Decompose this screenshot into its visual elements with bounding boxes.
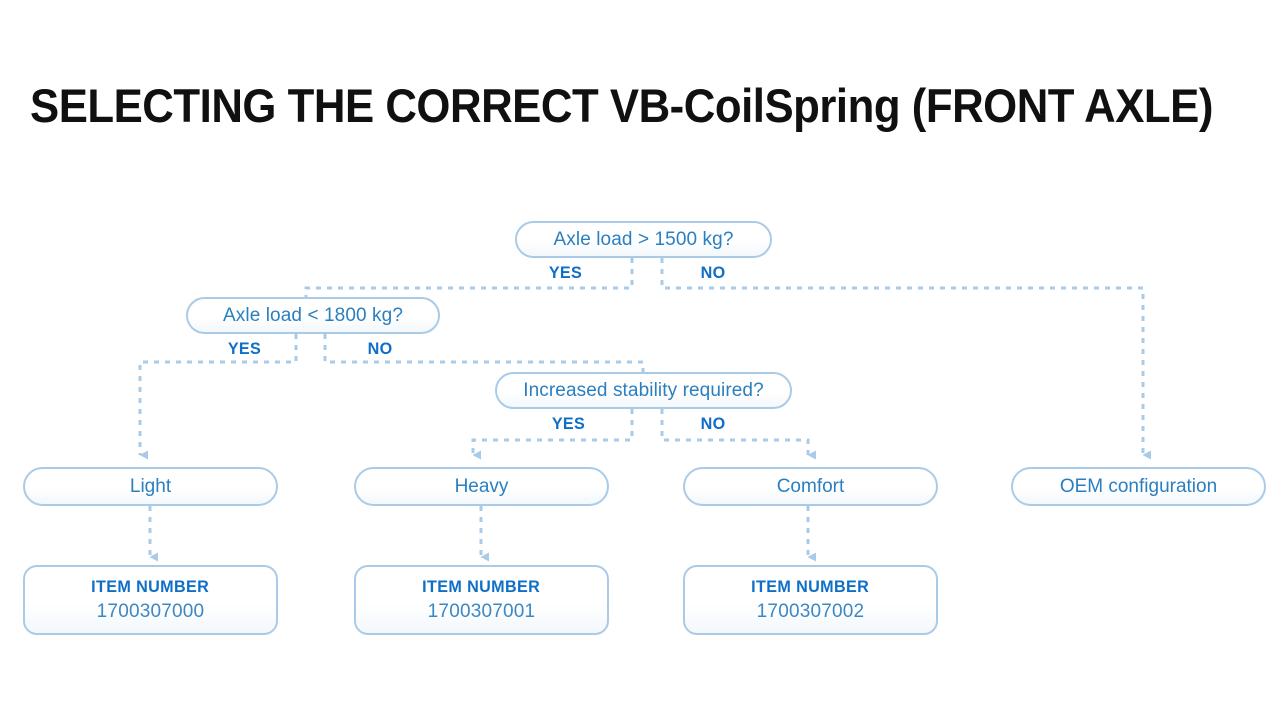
result-node-label: OEM configuration [1059, 475, 1218, 497]
item-number-value: 1700307000 [96, 601, 205, 622]
item-number-label: ITEM NUMBER [422, 577, 541, 596]
result-node-light[interactable]: Light [23, 467, 278, 506]
decision-node-increased-stability[interactable]: Increased stability required? [495, 372, 792, 409]
edge-d1-no-to-oem [660, 258, 1151, 460]
branch-label-d3-yes: YES [551, 414, 586, 433]
branch-label-d1-no: NO [700, 263, 726, 282]
edge-d3-no-to-comfort [660, 409, 816, 460]
item-number-box-heavy[interactable]: ITEM NUMBER 1700307001 [354, 565, 609, 635]
edge-d1-yes-to-d2 [304, 258, 634, 300]
result-node-heavy[interactable]: Heavy [354, 467, 609, 506]
decision-node-axle-load-lt-1800[interactable]: Axle load < 1800 kg? [186, 297, 440, 334]
item-number-box-comfort[interactable]: ITEM NUMBER 1700307002 [683, 565, 938, 635]
branch-label-d1-yes: YES [548, 263, 583, 282]
result-node-oem-configuration[interactable]: OEM configuration [1011, 467, 1266, 506]
item-number-label: ITEM NUMBER [751, 577, 870, 596]
result-node-comfort[interactable]: Comfort [683, 467, 938, 506]
result-node-label: Comfort [776, 475, 845, 497]
branch-label-d3-no: NO [700, 414, 726, 433]
result-node-label: Heavy [454, 475, 509, 497]
item-number-value: 1700307002 [756, 601, 865, 622]
item-number-label: ITEM NUMBER [91, 577, 210, 596]
branch-label-d2-no: NO [367, 339, 393, 358]
page-title: SELECTING THE CORRECT VB-CoilSpring (FRO… [30, 79, 1213, 132]
item-number-box-light[interactable]: ITEM NUMBER 1700307000 [23, 565, 278, 635]
decision-question-text: Axle load < 1800 kg? [223, 304, 403, 326]
decision-question-text: Axle load > 1500 kg? [553, 228, 734, 250]
decision-question-text: Increased stability required? [523, 379, 764, 401]
result-node-label: Light [129, 475, 172, 497]
decision-node-axle-load-gt-1500[interactable]: Axle load > 1500 kg? [515, 221, 772, 258]
item-number-value: 1700307001 [427, 601, 536, 622]
edge-d2-yes-to-light [138, 334, 298, 460]
branch-label-d2-yes: YES [227, 339, 262, 358]
